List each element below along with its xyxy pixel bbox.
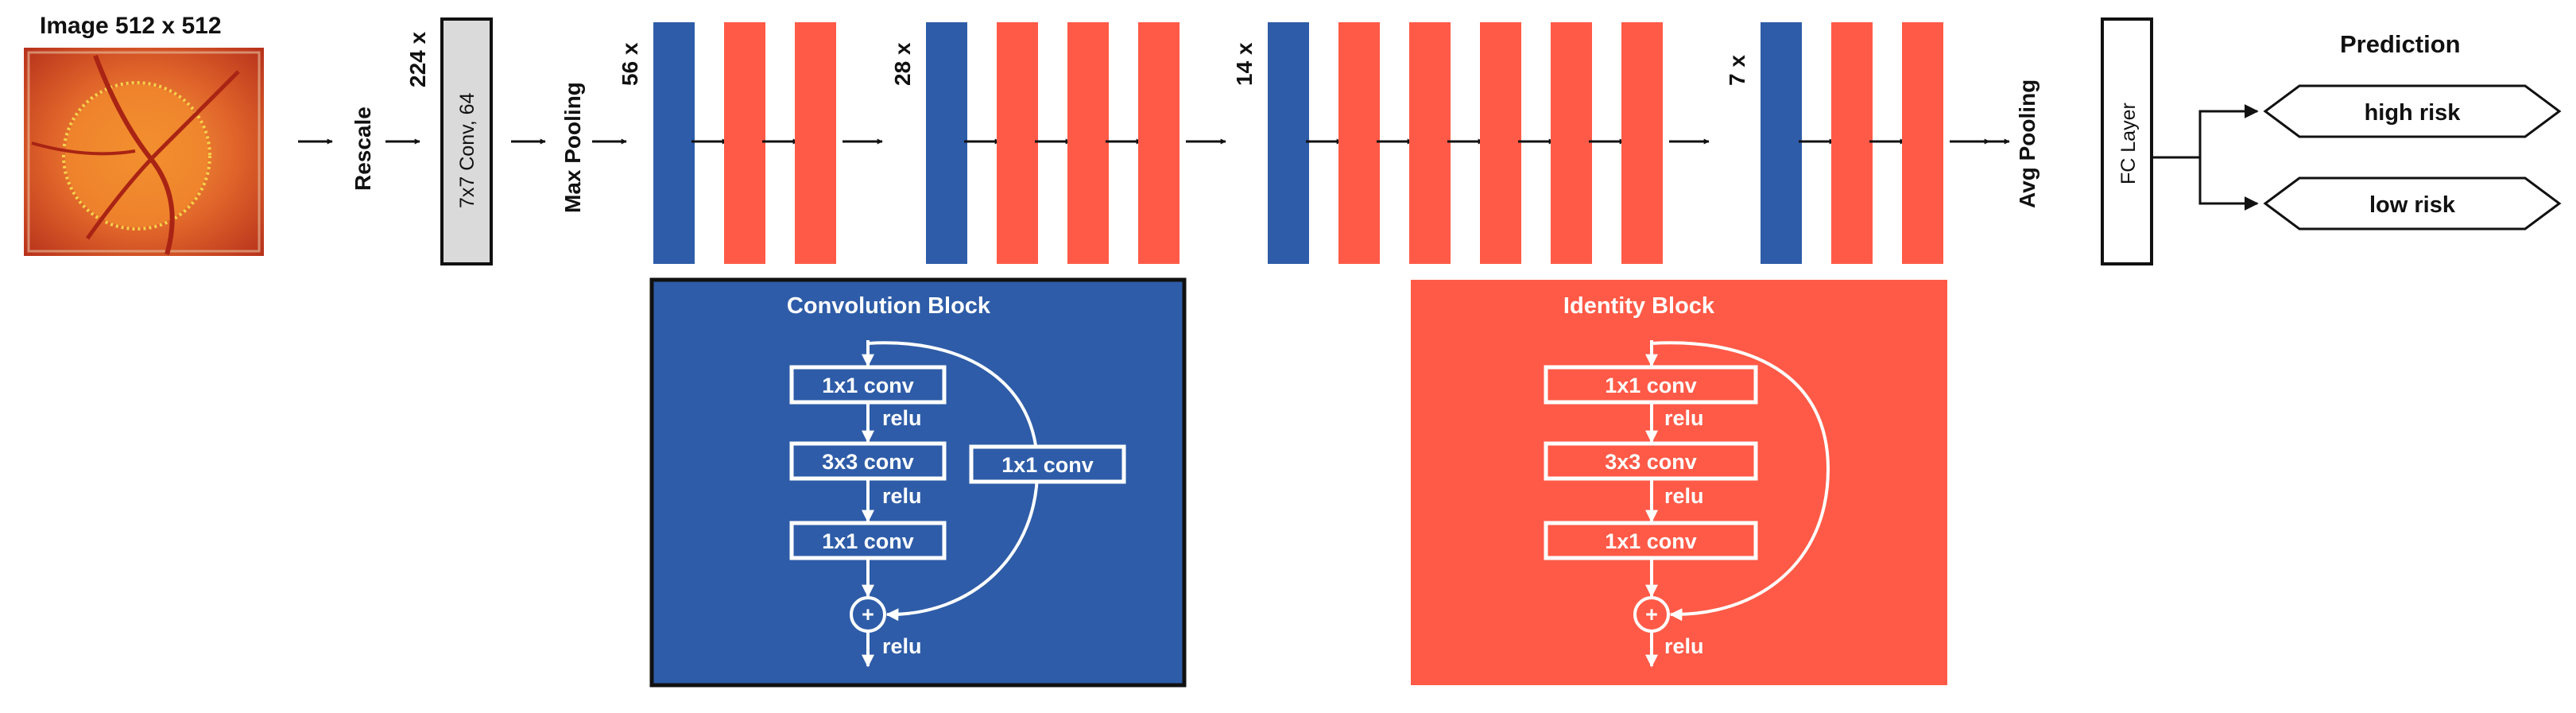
class-high-risk: high risk [2263, 84, 2562, 138]
fc-layer-box [2101, 17, 2153, 265]
convolution-block [653, 22, 695, 264]
identity-layer-3-label: 1x1 conv [1605, 529, 1697, 553]
shortcut-conv-label: 1x1 conv [1001, 453, 1094, 477]
identity-layer-1-label: 1x1 conv [1605, 374, 1697, 397]
convolution-block-title: Convolution Block [787, 293, 991, 319]
conv-layer-2-label: 3x3 conv [822, 450, 914, 474]
fundus-image [24, 48, 264, 256]
shortcut-conv [969, 444, 1126, 484]
convolution-block [1268, 22, 1309, 264]
input-title: Image 512 x 512 [40, 13, 222, 39]
convolution-block [926, 22, 967, 264]
rescale-label: Rescale [351, 107, 375, 191]
class-label-low: low risk [2369, 192, 2456, 218]
convolution-block-detail: Convolution Block 1x1 conv relu 3x3 conv… [649, 277, 1187, 688]
identity-block [1831, 22, 1873, 264]
identity-add-symbol: + [1645, 603, 1658, 626]
class-label-high: high risk [2365, 100, 2462, 126]
stage-size-label: 56 x [618, 42, 642, 86]
identity-relu-1-label: relu [1664, 406, 1704, 430]
convolution-block [1761, 22, 1802, 264]
conv7-label: 7x7 Conv, 64 [456, 92, 478, 208]
relu-2-label: relu [882, 484, 922, 508]
fundus-frame [27, 51, 261, 253]
identity-block [1138, 22, 1180, 264]
size-224-label: 224 x [405, 32, 430, 87]
maxpool-label: Max Pooling [560, 82, 585, 213]
identity-block-detail: Identity Block 1x1 conv relu 3x3 conv re… [1411, 280, 1947, 685]
relu-out-label: relu [882, 634, 922, 658]
vessel [85, 70, 240, 240]
identity-shortcut-path [1651, 341, 1830, 622]
relu-1-label: relu [882, 406, 922, 430]
fc-label: FC Layer [2117, 103, 2140, 184]
class-low-risk: low risk [2263, 176, 2562, 231]
conv-layer-3-label: 1x1 conv [822, 529, 914, 553]
identity-relu-out-label: relu [1664, 634, 1704, 658]
identity-block [795, 22, 836, 264]
identity-block [1480, 22, 1521, 264]
stage-size-label: 28 x [890, 42, 915, 86]
identity-block [1409, 22, 1451, 264]
identity-block [1621, 22, 1663, 264]
fork-arrow-high [2152, 104, 2259, 159]
identity-block [1551, 22, 1592, 264]
conv7-box [440, 17, 493, 265]
vessel [31, 141, 136, 156]
identity-relu-2-label: relu [1664, 484, 1704, 508]
identity-block-panel [1411, 280, 1947, 685]
identity-block [1067, 22, 1109, 264]
avgpool-label: Avg Pooling [2015, 79, 2039, 208]
optic-disc [65, 84, 208, 227]
identity-block [724, 22, 765, 264]
identity-block [1338, 22, 1380, 264]
resnet-stages: 56 x 28 x 14 x 7 x [618, 22, 1990, 264]
class-hexagon [2263, 176, 2562, 231]
prediction-title: Prediction [2340, 30, 2461, 58]
optic-disc-outline [62, 81, 211, 231]
conv-layer-1-label: 1x1 conv [822, 374, 914, 397]
identity-block-title: Identity Block [1563, 293, 1715, 319]
add-symbol: + [862, 603, 874, 626]
identity-block [997, 22, 1038, 264]
stage-size-label: 14 x [1232, 42, 1257, 86]
identity-layer-2-label: 3x3 conv [1605, 450, 1697, 474]
identity-block [1902, 22, 1943, 264]
stage-size-label: 7 x [1725, 55, 1749, 86]
fork-arrow-low [2198, 157, 2259, 211]
class-hexagon [2263, 84, 2562, 138]
